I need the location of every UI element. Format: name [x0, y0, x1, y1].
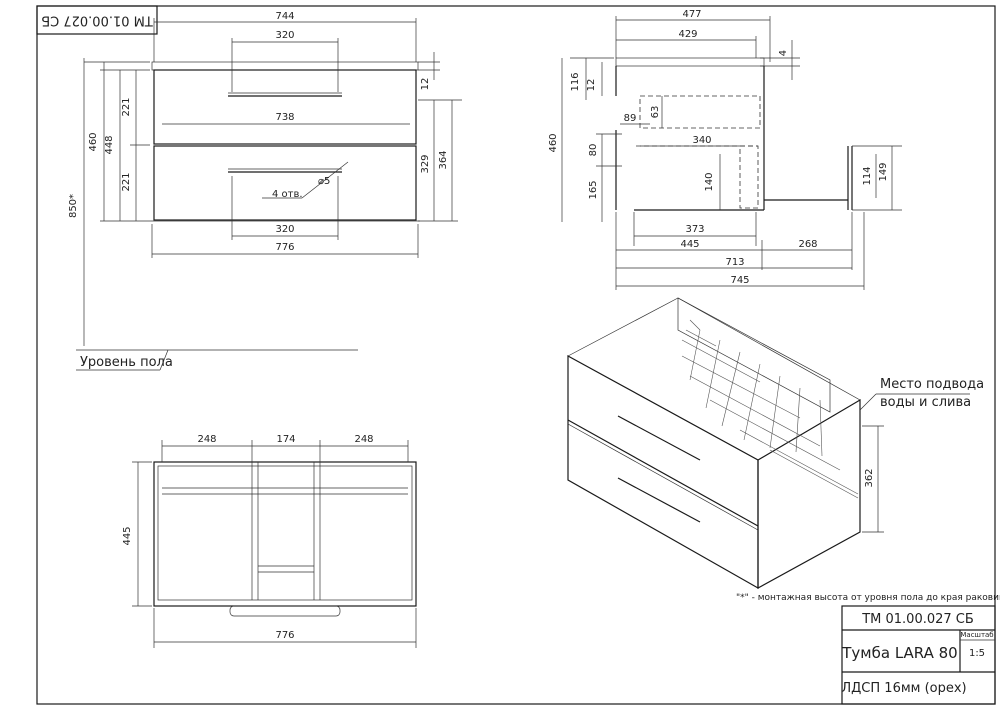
dim-63: 63	[650, 106, 661, 119]
iso-side	[757, 398, 861, 590]
dim-80: 80	[588, 144, 599, 157]
dim-248-left: 248	[197, 434, 216, 445]
iso-front	[567, 354, 759, 590]
top-handle	[229, 605, 341, 617]
scale-label: Масштаб	[960, 631, 993, 639]
dim-445-top: 445	[122, 526, 133, 545]
dim-477: 477	[682, 9, 701, 20]
side-view: 477 429 4 116 12 89 63 340 460 80 165 14…	[548, 9, 902, 290]
sheet-frame	[36, 5, 996, 705]
dim-12: 12	[420, 78, 431, 91]
dim-460-side: 460	[548, 133, 559, 152]
worktop	[151, 61, 419, 71]
dim-221-top: 221	[121, 97, 132, 116]
side-worktop	[615, 57, 765, 67]
dim-364: 364	[438, 150, 449, 169]
dim-744: 744	[275, 11, 294, 22]
top-view: 248 174 248 445 776	[122, 434, 417, 648]
lower-drawer	[153, 145, 417, 221]
iso-handles	[617, 415, 701, 523]
dim-116: 116	[570, 72, 581, 91]
dim-362: 362	[864, 468, 875, 487]
dim-174: 174	[276, 434, 295, 445]
iso-view: Место подвода воды и слива 362	[567, 297, 984, 590]
dim-149: 149	[878, 162, 889, 181]
dim-89: 89	[624, 113, 637, 124]
upper-drawer	[153, 69, 417, 145]
dim-445: 445	[680, 239, 699, 250]
top-outline	[153, 461, 417, 607]
dim-713: 713	[725, 257, 744, 268]
dim-320-top: 320	[275, 30, 294, 41]
dim-248-right: 248	[354, 434, 373, 445]
dim-340: 340	[692, 135, 711, 146]
title-block: ТМ 01.00.027 СБ Тумба LARA 80 Масштаб 1:…	[841, 605, 996, 705]
dim-745: 745	[730, 275, 749, 286]
dim-460: 460	[88, 132, 99, 151]
title-code: ТМ 01.00.027 СБ	[861, 612, 974, 627]
dim-12-side: 12	[586, 79, 597, 92]
callout-line-1: Место подвода	[880, 377, 984, 392]
dim-221-bottom: 221	[121, 172, 132, 191]
dim-373: 373	[685, 224, 704, 235]
dim-850: 850*	[68, 194, 79, 218]
dim-holes: 4 отв.	[272, 189, 303, 200]
front-view: 744 320 738 320 776 460 448 221 221 850*	[68, 11, 462, 371]
doc-code-box: ТМ 01.00.027 СБ	[36, 5, 158, 35]
scale-value: 1:5	[969, 648, 985, 659]
dim-114: 114	[862, 166, 873, 185]
title-product: Тумба LARA 80	[841, 644, 957, 662]
dim-320-bottom: 320	[275, 224, 294, 235]
dim-dia5: ⌀5	[318, 176, 330, 187]
dim-268: 268	[798, 239, 817, 250]
callout-line-2: воды и слива	[880, 395, 971, 410]
doc-code-rotated: ТМ 01.00.027 СБ	[41, 13, 154, 28]
floor-level-label: Уровень пола	[80, 355, 173, 370]
title-material: ЛДСП 16мм (орех)	[841, 681, 966, 696]
dim-448: 448	[104, 135, 115, 154]
dim-776-top: 776	[275, 630, 294, 641]
dim-140: 140	[704, 172, 715, 191]
dim-329: 329	[420, 154, 431, 173]
dim-429: 429	[678, 29, 697, 40]
dim-738: 738	[275, 112, 294, 123]
dim-776: 776	[275, 242, 294, 253]
dim-165: 165	[588, 180, 599, 199]
footnote: "*" - монтажная высота от уровня пола до…	[736, 593, 1000, 603]
dim-4: 4	[778, 50, 789, 56]
